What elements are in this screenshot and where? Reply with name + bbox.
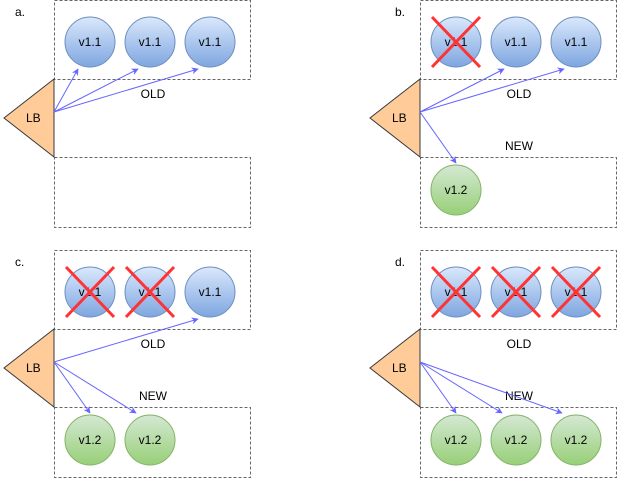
new-group-label: NEW	[505, 389, 534, 403]
instance-version-label: v1.2	[505, 433, 528, 447]
instance-circle	[184, 16, 236, 68]
load-balancer-shape	[369, 77, 421, 159]
route-arrow-new	[419, 361, 503, 414]
load-balancer-shape	[3, 77, 55, 159]
panel-label: d.	[395, 255, 405, 269]
retired-cross-icon	[430, 15, 482, 69]
load-balancer-label: LB	[392, 111, 407, 125]
instance-circle	[184, 266, 236, 318]
instance-circle	[430, 414, 482, 466]
route-arrow-new	[419, 111, 457, 164]
instance-circle	[430, 164, 482, 216]
instance-version-label: v1.2	[565, 433, 588, 447]
old-instance-node: v1.1	[550, 265, 602, 319]
load-balancer-label: LB	[392, 361, 407, 375]
old-instance-node: v1.1	[430, 15, 482, 69]
old-instance-node: v1.1	[490, 16, 542, 68]
route-arrow-old	[53, 68, 139, 113]
route-arrow-new	[419, 361, 563, 415]
panel-label: a.	[15, 5, 25, 19]
load-balancer-shape	[3, 327, 55, 409]
old-instance-node: v1.1	[184, 266, 236, 318]
old-instance-node: v1.1	[64, 16, 116, 68]
panel-b: b. LB OLD NEW v1.1 v1.1 v1.1 v1.2	[369, 0, 617, 228]
new-instance-node: v1.2	[490, 414, 542, 466]
retired-cross-icon	[124, 265, 176, 319]
panel-label: b.	[395, 5, 405, 19]
old-group-box	[54, 0, 251, 80]
new-group-box	[54, 157, 251, 228]
instance-version-label: v1.2	[445, 183, 468, 197]
route-arrow-new	[419, 361, 457, 414]
route-arrow-old	[419, 68, 505, 113]
old-instance-node: v1.1	[64, 265, 116, 319]
instance-version-label: v1.2	[445, 433, 468, 447]
instance-version-label: v1.1	[565, 35, 588, 49]
panel-label: c.	[15, 255, 24, 269]
instance-version-label: v1.1	[79, 35, 102, 49]
instance-circle	[550, 414, 602, 466]
load-balancer-label: LB	[26, 111, 41, 125]
route-arrow-old	[53, 67, 199, 113]
load-balancer-label: LB	[26, 361, 41, 375]
instance-version-label: v1.1	[199, 35, 222, 49]
route-arrow-old	[53, 317, 199, 363]
load-balancer-shape	[369, 327, 421, 409]
old-group-label: OLD	[141, 87, 166, 101]
retired-cross-icon	[64, 265, 116, 319]
old-instance-node: v1.1	[124, 16, 176, 68]
new-instance-node: v1.2	[550, 414, 602, 466]
panel-a: a. LB OLD v1.1 v1.1 v1.1	[3, 0, 251, 228]
new-group-label: NEW	[505, 139, 534, 153]
retired-cross-icon	[490, 265, 542, 319]
new-instance-node: v1.2	[64, 414, 116, 466]
instance-circle	[124, 16, 176, 68]
old-instance-node: v1.1	[550, 16, 602, 68]
old-group-label: OLD	[141, 337, 166, 351]
instance-version-label: v1.2	[79, 433, 102, 447]
instance-version-label: v1.1	[199, 285, 222, 299]
instance-circle	[490, 414, 542, 466]
old-group-box	[54, 250, 251, 330]
instance-version-label: v1.2	[139, 433, 162, 447]
instance-version-label: v1.1	[505, 35, 528, 49]
instance-circle	[64, 16, 116, 68]
old-instance-node: v1.1	[124, 265, 176, 319]
route-arrow-old	[419, 67, 565, 113]
new-instance-node: v1.2	[430, 164, 482, 216]
retired-cross-icon	[430, 265, 482, 319]
instance-circle	[550, 16, 602, 68]
instance-circle	[490, 16, 542, 68]
new-instance-node: v1.2	[430, 414, 482, 466]
old-group-label: OLD	[507, 87, 532, 101]
route-arrow-old	[53, 68, 79, 113]
new-instance-node: v1.2	[124, 414, 176, 466]
instance-circle	[64, 414, 116, 466]
retired-cross-icon	[550, 265, 602, 319]
new-group-box	[54, 407, 251, 478]
route-arrow-new	[53, 361, 91, 414]
old-instance-node: v1.1	[490, 265, 542, 319]
instance-circle	[124, 414, 176, 466]
old-group-label: OLD	[507, 337, 532, 351]
old-instance-node: v1.1	[430, 265, 482, 319]
old-instance-node: v1.1	[184, 16, 236, 68]
new-group-label: NEW	[139, 389, 168, 403]
route-arrow-new	[53, 361, 137, 414]
instance-version-label: v1.1	[139, 35, 162, 49]
